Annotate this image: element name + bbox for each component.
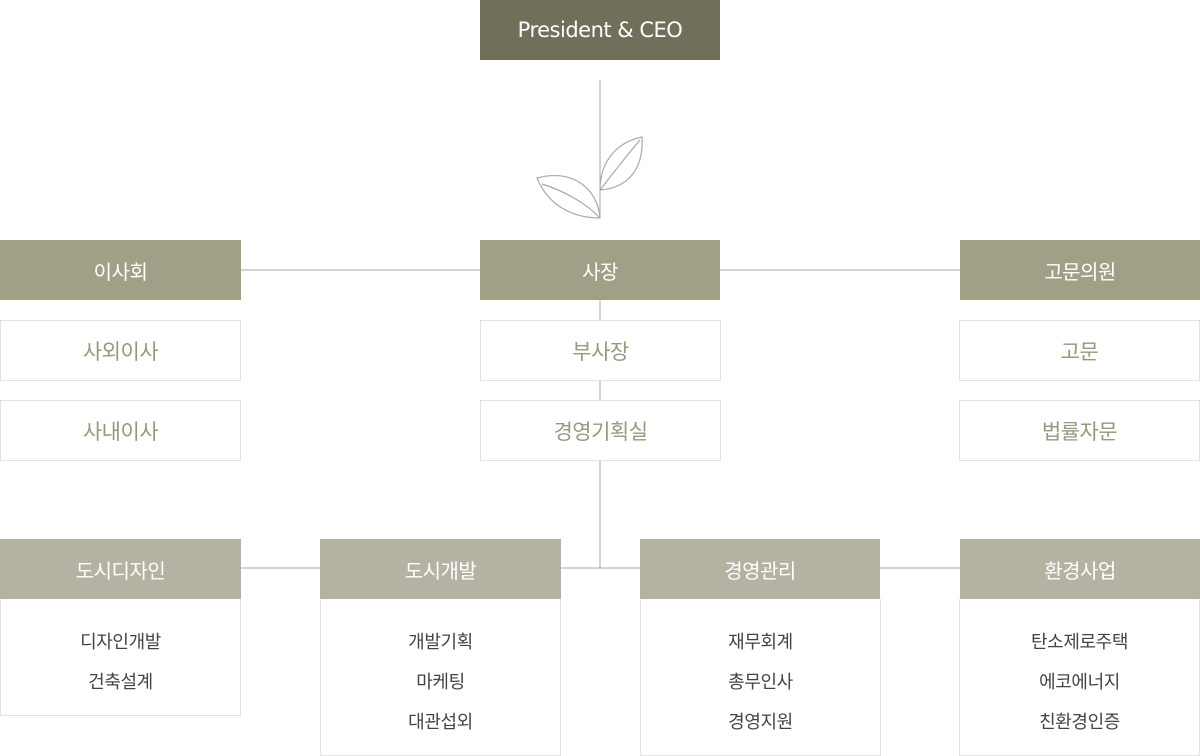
board-item-label: 사내이사 <box>82 419 159 444</box>
dept-header-environment: 환경사업 <box>960 539 1200 599</box>
ceo-box: President & CEO <box>480 0 720 60</box>
vice-president-box: 부사장 <box>480 320 721 381</box>
advisors-header: 고문의원 <box>960 240 1200 300</box>
advisor-item-advisor: 고문 <box>959 320 1200 381</box>
list-item: 탄소제로주택 <box>1031 632 1128 653</box>
planning-office-box: 경영기획실 <box>480 400 721 461</box>
president-title: 사장 <box>582 259 618 284</box>
board-item-inside-director: 사내이사 <box>0 400 241 461</box>
list-item: 건축설계 <box>88 672 153 693</box>
board-header: 이사회 <box>0 240 241 300</box>
list-item: 대관섭외 <box>408 712 473 733</box>
board-item-label: 사외이사 <box>82 339 159 364</box>
advisors-title: 고문의원 <box>1044 259 1116 284</box>
dept-title: 경영관리 <box>724 558 796 583</box>
list-item: 개발기획 <box>408 632 473 653</box>
sprout-leaf-icon <box>536 136 643 219</box>
list-item: 총무인사 <box>728 672 793 693</box>
list-item: 디자인개발 <box>80 632 161 653</box>
planning-office-label: 경영기획실 <box>553 419 648 444</box>
dept-header-management: 경영관리 <box>640 539 880 599</box>
dept-list-urban-development: 개발기획 마케팅 대관섭외 <box>320 599 561 756</box>
advisor-item-legal: 법률자문 <box>959 400 1200 461</box>
list-item: 에코에너지 <box>1039 672 1120 693</box>
dept-title: 도시디자인 <box>75 558 166 583</box>
dept-header-urban-design: 도시디자인 <box>0 539 241 599</box>
board-title: 이사회 <box>93 259 148 284</box>
advisor-item-label: 법률자문 <box>1041 419 1118 444</box>
list-item: 경영지원 <box>728 712 793 733</box>
list-item: 친환경인증 <box>1039 712 1120 733</box>
dept-list-urban-design: 디자인개발 건축설계 <box>0 599 241 716</box>
dept-header-urban-development: 도시개발 <box>320 539 561 599</box>
ceo-label: President & CEO <box>517 18 683 42</box>
president-header: 사장 <box>480 240 720 300</box>
dept-list-management: 재무회계 총무인사 경영지원 <box>640 599 881 756</box>
list-item: 재무회계 <box>728 632 793 653</box>
list-item: 마케팅 <box>416 672 465 693</box>
advisor-item-label: 고문 <box>1060 339 1099 364</box>
board-item-outside-director: 사외이사 <box>0 320 241 381</box>
dept-title: 환경사업 <box>1044 558 1116 583</box>
dept-list-environment: 탄소제로주택 에코에너지 친환경인증 <box>959 599 1200 756</box>
dept-title: 도시개발 <box>404 558 477 583</box>
vice-president-label: 부사장 <box>572 339 629 364</box>
